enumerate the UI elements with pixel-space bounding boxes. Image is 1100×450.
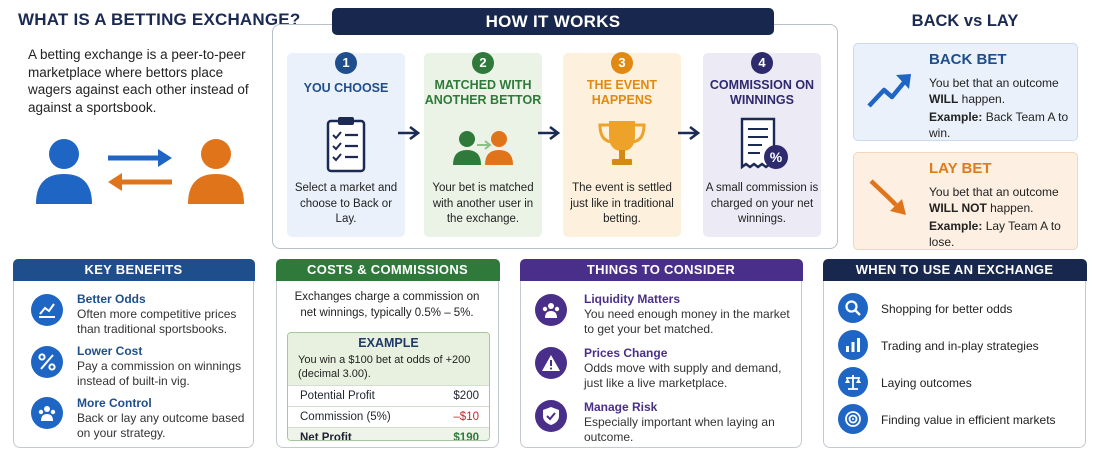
- step-title: MATCHED WITH ANOTHER BETTOR: [424, 78, 542, 107]
- back-bet-card: BACK BET You bet that an outcome WILL ha…: [853, 43, 1078, 141]
- when-to-use-card: WHEN TO USE AN EXCHANGE Shopping for bet…: [822, 258, 1087, 448]
- two-users-icon: [453, 131, 513, 165]
- lay-bet-description: You bet that an outcome WILL NOT happen.: [929, 185, 1059, 215]
- costs-title: COSTS & COMMISSIONS: [275, 258, 500, 281]
- bar-chart-icon: [838, 330, 868, 360]
- example-row-value: $200: [453, 390, 479, 402]
- example-row: Commission (5%) –$10: [288, 406, 489, 427]
- intro-title: WHAT IS A BETTING EXCHANGE?: [18, 10, 301, 29]
- shield-check-icon: [535, 400, 567, 432]
- back-bet-description: You bet that an outcome WILL happen.: [929, 76, 1059, 106]
- benefit-text: Back or lay any outcome based on your st…: [77, 411, 245, 440]
- key-benefits-card: KEY BENEFITS Better Odds Often more comp…: [12, 258, 255, 448]
- when-to-use-text: Trading and in-play strategies: [881, 339, 1039, 353]
- step-number: 3: [611, 52, 633, 74]
- arrow-right-icon: [398, 125, 421, 141]
- svg-text:%: %: [770, 149, 783, 165]
- step-number: 4: [751, 52, 773, 74]
- example-title: EXAMPLE: [358, 336, 419, 350]
- arrow-right-icon: [678, 125, 701, 141]
- peer-to-peer-illustration: [36, 139, 244, 204]
- example-row-label: Potential Profit: [300, 390, 375, 402]
- consider-item-title: Liquidity Matters: [584, 292, 681, 306]
- trend-down-arrow-icon: [869, 179, 906, 215]
- things-to-consider-card: THINGS TO CONSIDER Liquidity Matters You…: [519, 258, 803, 448]
- percent-icon: [31, 346, 63, 378]
- target-icon: [838, 404, 868, 434]
- lay-bet-card: LAY BET You bet that an outcome WILL NOT…: [853, 152, 1078, 250]
- step-title: COMMISSION ON WINNINGS: [709, 78, 815, 107]
- users-group-icon: [31, 397, 63, 429]
- intro-text: A betting exchange is a peer-to-peer mar…: [28, 47, 249, 115]
- back-bet-example: Example: Back Team A to win.: [929, 110, 1069, 140]
- step-description: Your bet is matched with another user in…: [432, 182, 534, 225]
- consider-item-title: Prices Change: [584, 346, 668, 360]
- step-description: The event is settled just like in tradit…: [570, 182, 674, 225]
- step-title: THE EVENT HAPPENS: [586, 78, 658, 107]
- step-1-card: 1 YOU CHOOSE Select a market and choose …: [287, 52, 405, 237]
- line-chart-icon: [31, 294, 63, 326]
- example-description: You win a $100 bet at odds of +200 (deci…: [298, 354, 471, 380]
- when-to-use-title: WHEN TO USE AN EXCHANGE: [822, 258, 1087, 281]
- warning-icon: [535, 347, 567, 379]
- when-to-use-text: Shopping for better odds: [881, 302, 1013, 316]
- receipt-percent-icon: %: [740, 117, 788, 170]
- example-row-value: –$10: [453, 411, 479, 423]
- consider-title: THINGS TO CONSIDER: [519, 258, 803, 281]
- arrow-right-icon: [538, 125, 561, 141]
- example-row-label: Net Profit: [300, 432, 352, 441]
- back-bet-title: BACK BET: [929, 51, 1007, 68]
- scales-icon: [838, 367, 868, 397]
- step-4-card: 4 COMMISSION ON WINNINGS % A small commi…: [703, 52, 821, 237]
- consider-item-title: Manage Risk: [584, 400, 658, 414]
- costs-commissions-card: COSTS & COMMISSIONS Exchanges charge a c…: [275, 258, 500, 448]
- consider-item-text: Especially important when laying an outc…: [584, 415, 775, 444]
- example-row-value: $190: [453, 432, 479, 441]
- clipboard-checklist-icon: [326, 117, 366, 173]
- how-it-works-title: HOW IT WORKS: [332, 8, 774, 35]
- consider-item-text: Odds move with supply and demand, just l…: [584, 361, 782, 390]
- step-3-card: 3 THE EVENT HAPPENS The event is settled…: [563, 52, 681, 237]
- when-to-use-text: Laying outcomes: [881, 376, 972, 390]
- back-vs-lay-title: BACK vs LAY: [911, 12, 1019, 30]
- users-group-icon: [535, 294, 567, 326]
- orange-person-icon: [188, 139, 244, 204]
- lay-bet-example: Example: Lay Team A to lose.: [929, 219, 1061, 249]
- blue-person-icon: [36, 139, 92, 204]
- step-description: Select a market and choose to Back or La…: [294, 182, 398, 225]
- step-number: 1: [335, 52, 357, 74]
- benefit-text: Often more competitive prices than tradi…: [77, 307, 237, 336]
- trend-up-arrow-icon: [867, 74, 911, 108]
- benefit-text: Pay a commission on winnings instead of …: [77, 359, 242, 388]
- benefit-title: Better Odds: [77, 292, 146, 306]
- step-number: 2: [472, 52, 494, 74]
- key-benefits-title: KEY BENEFITS: [12, 258, 255, 281]
- step-description: A small commission is charged on your ne…: [705, 182, 819, 225]
- consider-item-text: You need enough money in the market to g…: [584, 307, 790, 336]
- lay-bet-title: LAY BET: [929, 160, 992, 177]
- example-box: EXAMPLE You win a $100 bet at odds of +2…: [287, 332, 490, 441]
- step-title: YOU CHOOSE: [303, 81, 389, 95]
- costs-description: Exchanges charge a commission on net win…: [294, 291, 480, 319]
- exchange-arrows-icon: [108, 149, 172, 191]
- step-2-card: 2 MATCHED WITH ANOTHER BETTOR Your bet i…: [424, 52, 542, 237]
- example-row-label: Commission (5%): [300, 411, 391, 423]
- when-to-use-text: Finding value in efficient markets: [881, 413, 1056, 427]
- trophy-icon: [598, 121, 646, 165]
- benefit-title: Lower Cost: [77, 344, 143, 358]
- magnifier-icon: [838, 293, 868, 323]
- example-row: Net Profit $190: [288, 427, 489, 441]
- benefit-title: More Control: [77, 396, 152, 410]
- example-row: Potential Profit $200: [288, 385, 489, 406]
